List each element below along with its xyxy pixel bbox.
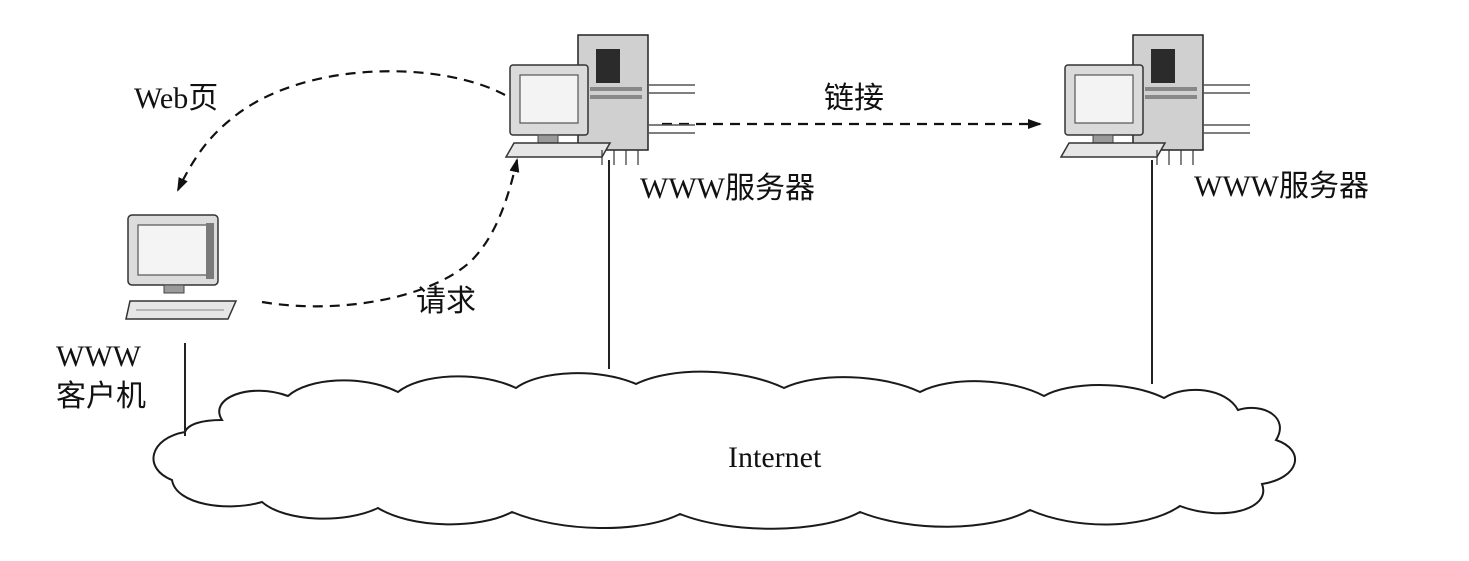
server-left-icon bbox=[504, 34, 695, 165]
link-label: 链接 bbox=[824, 82, 884, 115]
request-label: 请求 bbox=[416, 285, 476, 318]
client-computer-icon bbox=[125, 214, 238, 320]
internet-cloud bbox=[152, 370, 1296, 530]
client-label-line1: WWW bbox=[56, 340, 141, 373]
internet-label: Internet bbox=[728, 441, 822, 474]
request-arrow bbox=[261, 158, 520, 308]
web-page-label: Web页 bbox=[134, 82, 219, 115]
server-left-label: WWW服务器 bbox=[640, 172, 815, 205]
client-label-line2: 客户机 bbox=[56, 380, 146, 413]
server-right-icon bbox=[1059, 34, 1250, 165]
web-page-arrow bbox=[177, 70, 506, 192]
server-right-label: WWW服务器 bbox=[1194, 170, 1369, 203]
